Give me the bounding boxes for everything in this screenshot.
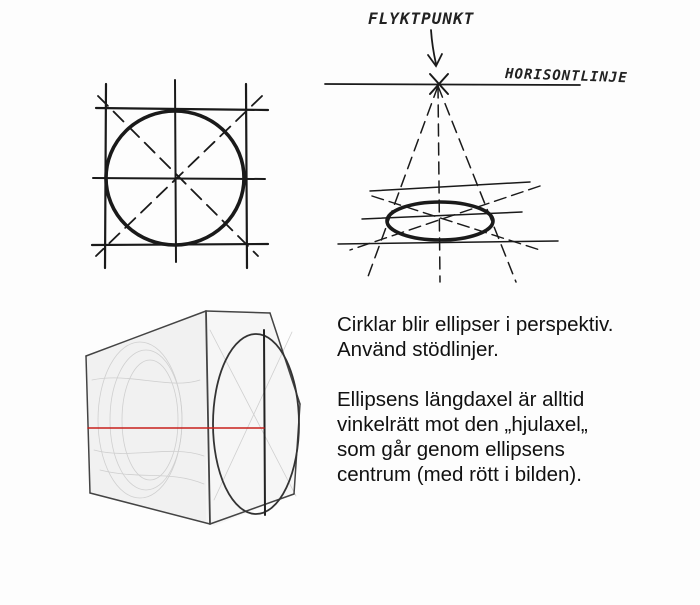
square-top-line — [94, 106, 270, 112]
cube-top-right-edge — [205, 310, 271, 314]
cube-side-face-shading — [206, 311, 300, 526]
horizon-line — [324, 83, 581, 86]
arrow-head — [427, 53, 443, 68]
caption-line-6: centrum (med rött i bilden). — [337, 463, 582, 486]
cube-left-edge — [85, 355, 91, 494]
converging-line-center — [437, 85, 441, 283]
perspective-ellipse-figure — [324, 29, 581, 283]
guide-line-back — [369, 181, 531, 192]
pencil-texture — [91, 329, 297, 501]
caption-line-3: Ellipsens längdaxel är alltid — [337, 388, 585, 411]
circle-in-square-figure — [90, 79, 270, 270]
square-horizontal-center-line — [92, 177, 266, 180]
square-right-line — [244, 82, 249, 270]
ellipse-long-axis — [263, 329, 266, 516]
caption-line-1: Cirklar blir ellipser i perspektiv. — [337, 313, 614, 336]
converging-line-right — [437, 85, 517, 283]
caption-line-4: vinkelrätt mot den „hjulaxel„ — [337, 413, 588, 436]
caption-line-2: Använd stödlinjer. — [337, 338, 499, 361]
vanishing-point-cross-2 — [429, 73, 449, 95]
square-vertical-center-line — [174, 79, 177, 263]
guide-line-front — [337, 240, 559, 245]
cube-front-face-shading — [86, 311, 206, 522]
trapezoid-diagonal-2 — [349, 185, 541, 251]
side-face-ellipse — [212, 333, 300, 515]
trapezoid-diagonal-1 — [371, 195, 541, 251]
inscribed-circle — [104, 109, 246, 247]
vanishing-point-label: FLYKTPUNKT — [368, 9, 475, 28]
cube-figure — [85, 310, 301, 526]
arrow-shaft — [430, 29, 437, 65]
caption-text: Cirklar blir ellipser i perspektiv. Anvä… — [337, 312, 697, 487]
caption-line-5: som går genom ellipsens — [337, 438, 565, 461]
cube-top-left-edge — [85, 310, 207, 357]
cube-bottom-left-edge — [89, 492, 211, 525]
cube-front-right-edge — [205, 310, 211, 525]
converging-line-left — [365, 85, 439, 283]
perspective-ellipse — [385, 200, 495, 242]
square-diagonal-2 — [95, 95, 263, 257]
horizon-line-label: HORISONTLINJE — [504, 66, 628, 86]
